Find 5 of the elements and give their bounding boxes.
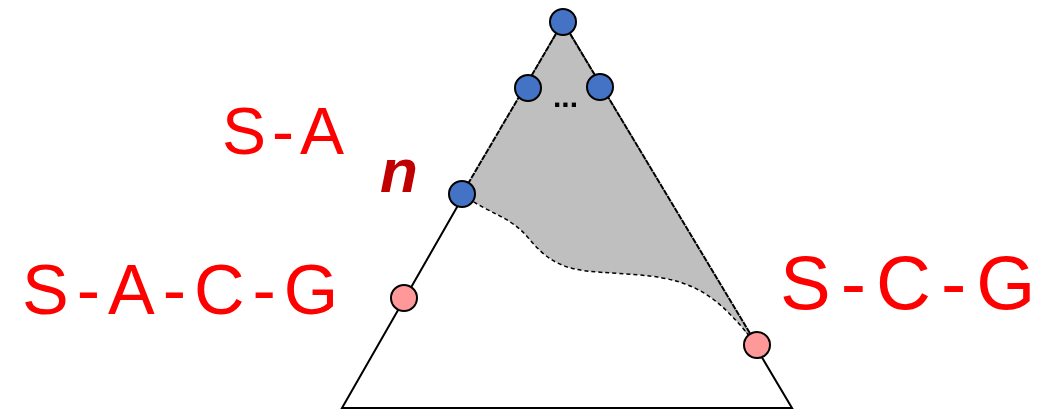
handwritten-label: S-A-C-G (22, 255, 347, 325)
handwritten-label: S-A (222, 98, 351, 164)
ellipsis-label: ... (553, 82, 578, 112)
variable-label: n (380, 140, 418, 202)
handwritten-label: S-C-G (780, 245, 1046, 321)
